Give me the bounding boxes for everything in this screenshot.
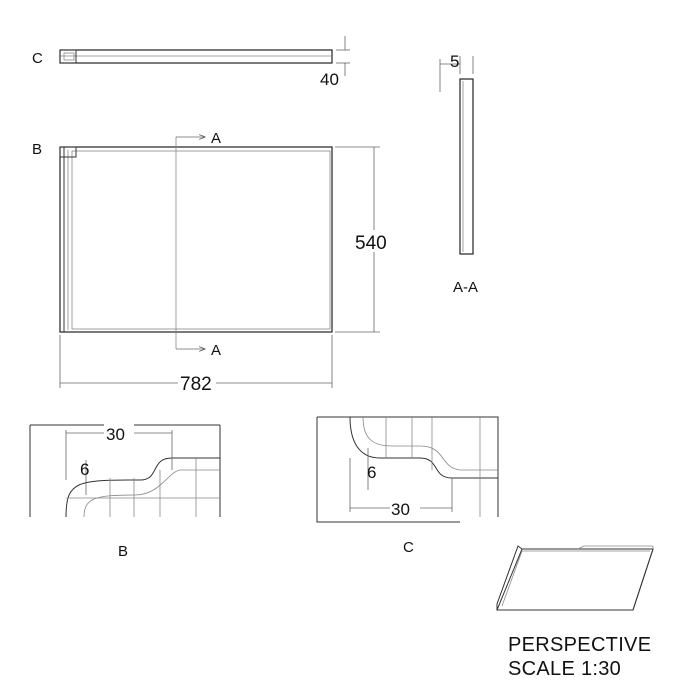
detail-c-radius-dim: 6 xyxy=(367,463,376,482)
detail-c-label: C xyxy=(403,539,414,556)
section-view-label: A-A xyxy=(453,279,478,296)
detail-b-radius-dim: 6 xyxy=(80,460,89,479)
section-view xyxy=(439,56,474,255)
caption-line-perspective: PERSPECTIVE xyxy=(508,634,652,656)
detail-c-width-dim: 30 xyxy=(391,500,410,519)
view-c-label: C xyxy=(32,50,43,67)
detail-b xyxy=(29,424,221,518)
detail-b-label: B xyxy=(118,543,128,560)
section-arrow-top-label: A xyxy=(211,130,221,147)
top-view xyxy=(59,36,350,76)
detail-c-width-mask xyxy=(390,499,420,518)
perspective-view xyxy=(496,545,654,611)
detail-b-width-mask xyxy=(104,424,134,443)
height-dim: 540 xyxy=(355,233,387,254)
perspective-caption: PERSPECTIVE SCALE 1:30 xyxy=(508,633,651,681)
caption-line-scale: SCALE 1:30 xyxy=(508,658,622,680)
section-arrow-bottom-label: A xyxy=(211,342,221,359)
top-thickness-dim: 40 xyxy=(320,70,339,89)
detail-b-width-dim: 30 xyxy=(106,425,125,444)
width-dim: 782 xyxy=(180,374,212,395)
height-dim-mask xyxy=(354,230,388,252)
width-dim-mask xyxy=(178,373,216,393)
view-b-label: B xyxy=(32,141,42,158)
section-thickness-dim: 5 xyxy=(450,52,459,71)
front-view xyxy=(59,137,380,388)
